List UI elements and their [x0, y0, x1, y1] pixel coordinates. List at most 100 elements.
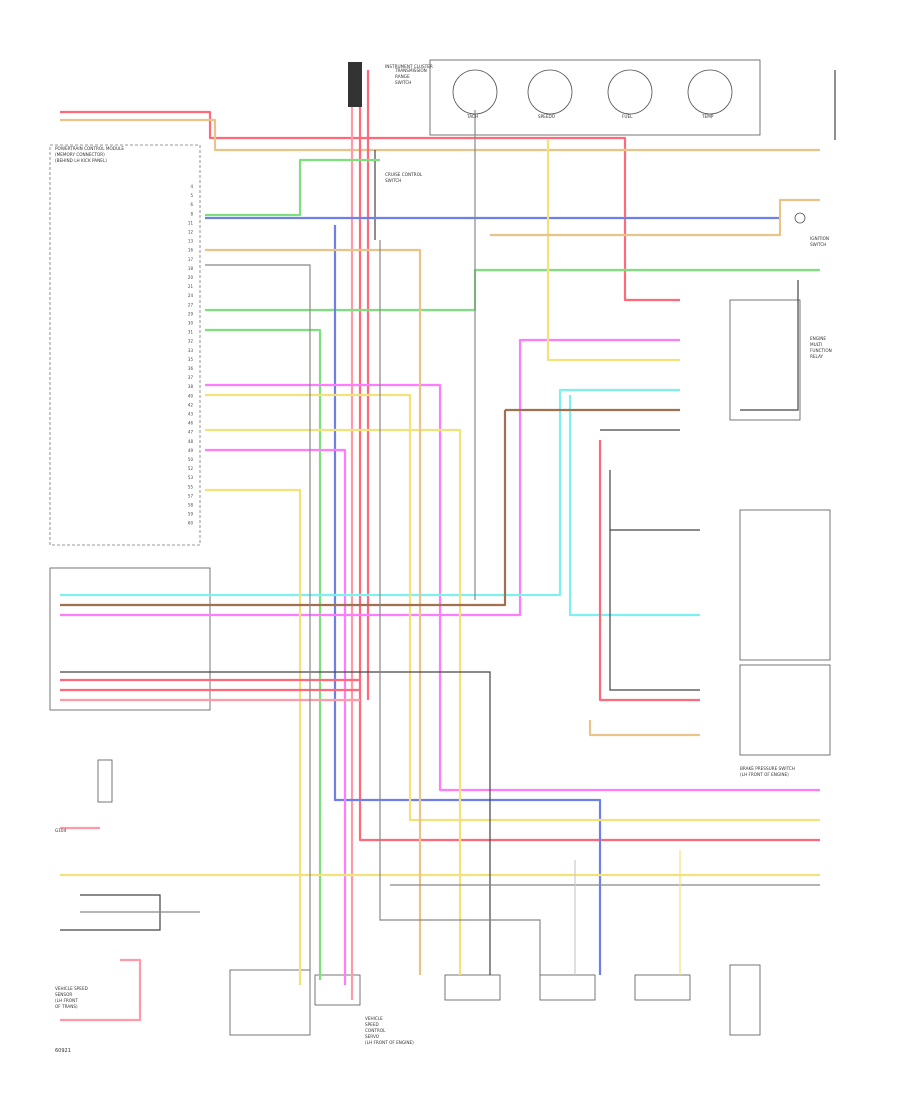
- pcm-pin-number: 24: [188, 293, 194, 298]
- pcm-pin-number: 42: [188, 402, 194, 407]
- ignition-label-1: IGNITION: [810, 236, 829, 241]
- pcm-pin-number: 55: [188, 484, 194, 489]
- gauge-3: [607, 69, 653, 115]
- pcm-pin-number: 27: [188, 302, 194, 307]
- vss-label-4: OF TRANS): [55, 1004, 78, 1009]
- pcm-pin-number: 33: [188, 348, 194, 353]
- bottom-box-1: [229, 969, 311, 1036]
- right-switch-box-2: [739, 664, 831, 756]
- pcm-pin-number: 43: [188, 412, 194, 417]
- wire-yellow-1: [205, 393, 820, 822]
- top-connector: [348, 62, 362, 107]
- pcm-pin-number: 50: [188, 457, 194, 462]
- gear-switch-label-1: TRANSMISSION: [394, 68, 427, 73]
- servo-label-2: SPEED: [365, 1022, 379, 1027]
- relay-label-2: MULTI: [810, 342, 822, 347]
- wire-green-2: [205, 268, 820, 312]
- engine-relay-box: [729, 299, 801, 421]
- vss-label-2: SENSOR: [55, 992, 72, 997]
- wire-magenta-3: [60, 338, 680, 617]
- wire-relay: [740, 280, 799, 411]
- wire-magenta-1: [205, 383, 820, 792]
- wire-red-vertical: [358, 70, 820, 842]
- speed-switch-label-1: CRUISE CONTROL: [385, 172, 423, 177]
- gear-switch-label-2: RANGE: [395, 74, 410, 79]
- servo-label-1: VEHICLE: [365, 1016, 383, 1021]
- wire-cyan-2: [568, 395, 700, 617]
- pcm-pin-number: 38: [188, 384, 194, 389]
- wire-gray-1: [205, 264, 311, 985]
- pcm-pin-number: 58: [188, 503, 194, 508]
- pcm-pin-number: 46: [188, 421, 194, 426]
- gear-switch-label-3: SWITCH: [395, 80, 411, 85]
- pcm-title: POWERTRAIN CONTROL MODULE (MEMORY CONNEC…: [55, 146, 124, 163]
- bottom-box-4: [539, 974, 596, 1001]
- pcm-pin-number: 47: [188, 430, 194, 435]
- wire-set: [60, 70, 836, 1022]
- pcm-pin-number: 53: [188, 475, 194, 480]
- gauge-label-2: SPEEDO: [538, 114, 556, 119]
- wire-yellow-4: [546, 140, 680, 362]
- relay-label-4: RELAY: [810, 354, 824, 359]
- wire-brown-2: [60, 410, 507, 607]
- right-sensor-label-2: (LH FRONT OF ENGINE): [740, 772, 789, 777]
- pcm-title-line-3: (BEHIND LH KICK PANEL): [55, 158, 107, 163]
- pcm-pin-number: 6: [190, 202, 193, 207]
- pcm-pin-number: 17: [188, 257, 194, 262]
- pcm-pin-number: 36: [188, 366, 194, 371]
- pcm-connector-box: [49, 144, 201, 546]
- right-sensor-label-1: BRAKE PRESSURE SWITCH: [740, 766, 795, 771]
- pcm-pin-number: 21: [188, 284, 194, 289]
- relay-label-1: ENGINE: [810, 336, 826, 341]
- instrument-cluster-label: INSTRUMENT CLUSTER: [385, 64, 433, 69]
- pcm-pin-number: 48: [188, 439, 194, 444]
- pcm-pin-number: 8: [190, 211, 193, 216]
- wire-pink-low: [60, 958, 142, 1022]
- pcm-pin-number: 29: [188, 311, 194, 316]
- pcm-pin-number: 20: [188, 275, 194, 280]
- pcm-title-line-1: POWERTRAIN CONTROL MODULE: [55, 146, 124, 151]
- gauge-label-4: TEMP: [701, 114, 714, 119]
- wire-cyan-1: [60, 388, 680, 597]
- pcm-pin-number: 11: [188, 220, 194, 225]
- gauge-4: [687, 69, 733, 115]
- pcm-pin-number: 60: [188, 521, 194, 526]
- bottom-box-6: [729, 964, 761, 1036]
- gauge-1: [452, 69, 498, 115]
- pcm-pin-number: 5: [190, 193, 193, 198]
- wire-yellow-2: [205, 428, 462, 975]
- wire-blue-long: [333, 225, 602, 975]
- pcm-pin-number: 31: [188, 330, 194, 335]
- bottom-box-5: [634, 974, 691, 1001]
- pcm-pin-number: 18: [188, 266, 194, 271]
- instrument-cluster-box: [429, 59, 761, 136]
- gauge-label-3: FUEL: [622, 114, 633, 119]
- pcm-pin-number: 59: [188, 512, 194, 517]
- pcm-pin-number: 12: [188, 230, 194, 235]
- gauge-label-1: TACH: [466, 114, 478, 119]
- wire-tan-1: [205, 248, 422, 975]
- wire-dark-1: [60, 671, 491, 975]
- pcm-title-line-2: (MEMORY CONNECTOR): [55, 152, 105, 157]
- wire-green-3: [205, 328, 322, 980]
- wire-tan-3: [588, 720, 700, 737]
- wire-green-1: [205, 158, 380, 217]
- left-relay-box: [97, 759, 113, 803]
- vss-label-3: (LH FRONT: [55, 998, 78, 1003]
- pcm-pin-number: 13: [188, 239, 194, 244]
- wire-dark-3: [609, 470, 700, 691]
- vss-label-1: VEHICLE SPEED: [55, 986, 88, 991]
- wire-magenta-2: [205, 448, 347, 985]
- ignition-switch-symbol: [794, 212, 806, 224]
- pcm-pin-number: 4: [190, 184, 193, 189]
- wire-tan-2: [490, 198, 820, 237]
- wire-red-main: [60, 110, 680, 302]
- servo-label-3: CONTROL: [365, 1028, 386, 1033]
- bottom-box-2: [314, 974, 361, 1006]
- wire-tan-top: [60, 118, 820, 152]
- wire-red-right: [598, 440, 700, 702]
- pcm-pin-number: 16: [188, 248, 194, 253]
- gauge-2: [527, 69, 573, 115]
